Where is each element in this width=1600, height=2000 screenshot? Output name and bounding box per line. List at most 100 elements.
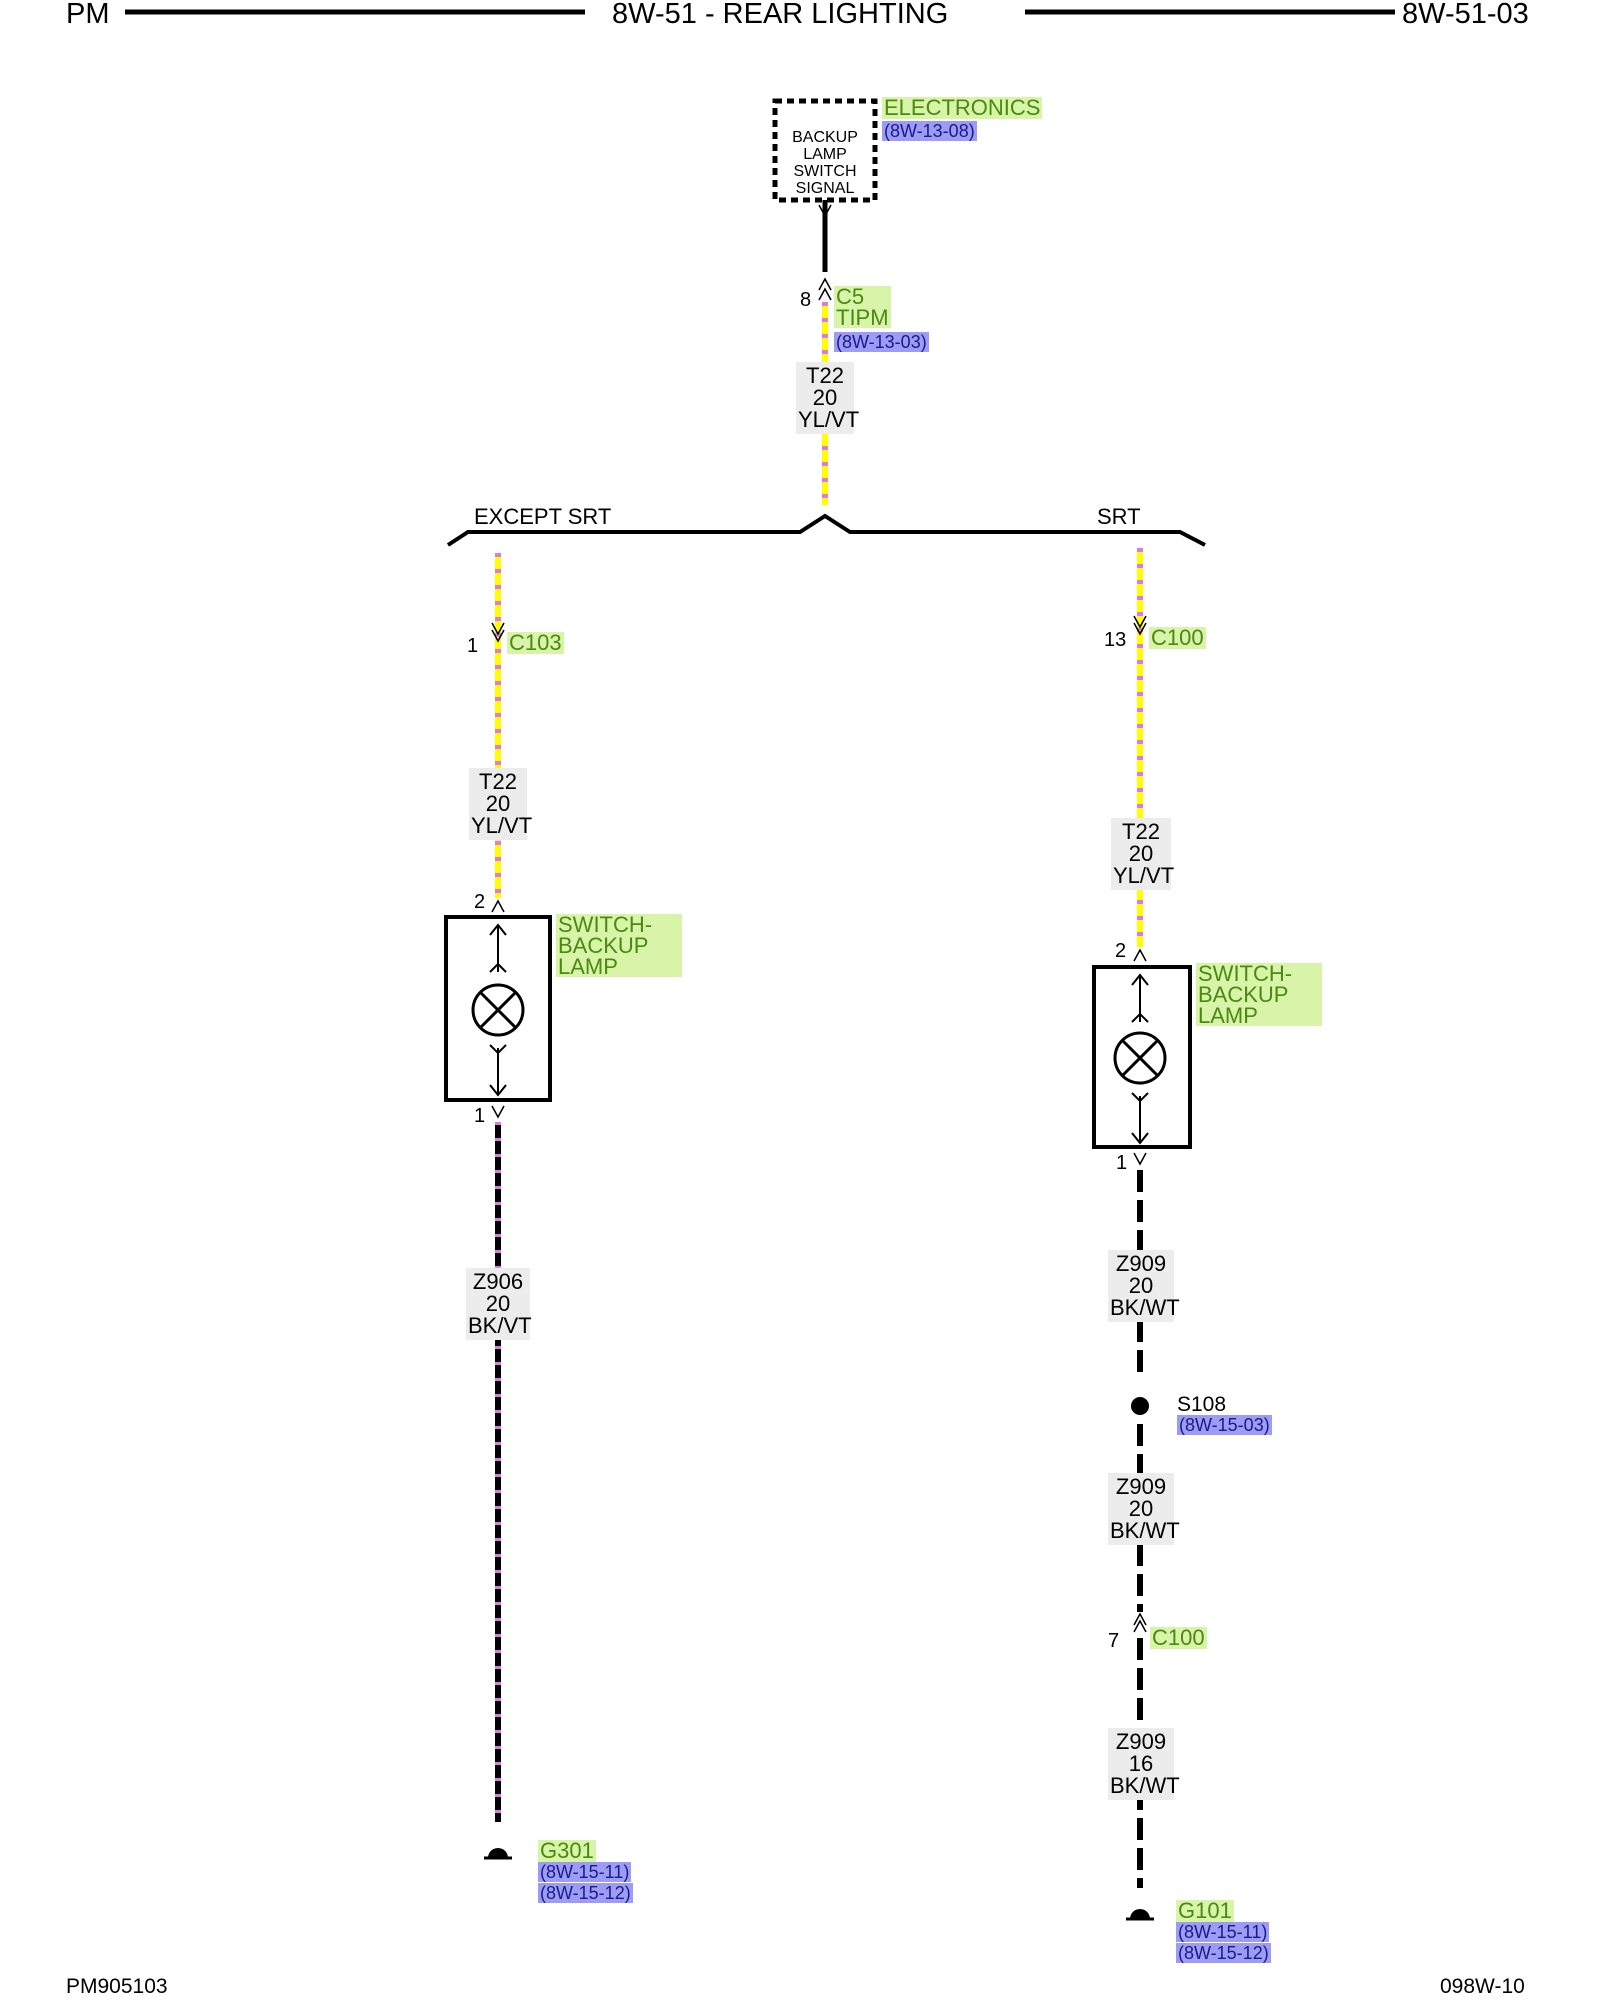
wire-label-left-2: Z906 20 BK/VT [466,1268,532,1340]
switch-name-line1: SWITCH- [1198,961,1293,986]
wire-circuit: Z906 [472,1269,524,1294]
switch-right-pin-top: 2 [1115,940,1127,962]
s108-name: S108 [1177,1393,1227,1416]
connector-chevron [818,277,832,291]
switch-arrowhead [489,1084,507,1097]
switch-box-right [1092,965,1192,1149]
g101-ref2: (8W-15-12) [1176,1943,1271,1963]
switch-right-pin-bottom: 1 [1116,1152,1128,1174]
switch-right-name: SWITCH- BACKUP LAMP [1196,961,1323,1028]
module-box-line: SWITCH [793,163,857,180]
module-box-line: LAMP [803,146,847,163]
splice-dot [1131,1397,1149,1415]
c5-name: C5 TIPM [834,284,891,330]
c103-name: C103 [507,630,564,655]
s108-ref: (8W-15-03) [1177,1415,1272,1435]
switch-box-left [444,915,552,1102]
wire-circuit: T22 [806,363,844,388]
g301-ref2: (8W-15-12) [538,1883,633,1903]
module-box-line: SIGNAL [795,180,855,197]
switch-left-pin-bottom: 1 [474,1105,486,1127]
switch-left-name: SWITCH- BACKUP LAMP [556,912,683,978]
g301-name: G301 [538,1838,596,1863]
ground-symbol [488,1848,508,1858]
switch-name-line1: SWITCH- [558,912,653,937]
wire-color: BK/VT [468,1313,532,1338]
switch-left-pin-top: 2 [474,891,486,913]
connector-chevron [1133,1612,1147,1626]
branch-bracket [446,513,1206,547]
header-right: 8W-51-03 [1402,0,1529,30]
wire-label-right-1: T22 20 YL/VT [1111,818,1175,890]
connector-chevron [491,899,505,913]
wire-color: YL/VT [798,407,860,432]
lamp-symbol [1113,1031,1167,1085]
wire-gauge: 20 [1128,1273,1154,1298]
wire-color: YL/VT [471,813,533,838]
wire-circuit: Z909 [1115,1474,1167,1499]
connector-chevron [1133,1152,1147,1166]
g101-ref1: (8W-15-11) [1176,1922,1270,1942]
page-title: 8W-51 - REAR LIGHTING [612,0,949,30]
wire-label-right-3: Z909 20 BK/WT [1108,1473,1180,1545]
c100-pin: 13 [1104,629,1127,651]
wire-gauge: 20 [812,385,838,410]
wire-color: BK/WT [1110,1773,1180,1798]
module-box-label: BACKUP LAMP SWITCH SIGNAL [778,129,872,197]
c100-name-2: C100 [1150,1625,1207,1650]
module-box [772,98,878,203]
branch-label-left: EXCEPT SRT [474,504,612,529]
wire-label-left-1: T22 20 YL/VT [469,768,533,840]
switch-arrowhead [1131,1132,1149,1145]
c5-ref: (8W-13-03) [834,332,929,352]
connector-chevron [491,622,505,636]
module-ref: (8W-13-08) [882,121,977,141]
c103-pin: 1 [467,635,479,657]
c5-pin: 8 [800,289,812,311]
connector-chevron [1133,622,1147,636]
wire-circuit: T22 [1122,819,1160,844]
wire-label-top: T22 20 YL/VT [796,362,860,434]
c5-name-line2: TIPM [836,305,889,330]
connector-chevron [1133,615,1147,629]
connector-chevron [818,204,832,218]
wire-gauge: 20 [1128,841,1154,866]
wire-circuit: T22 [479,769,517,794]
wire-gauge: 20 [485,1291,511,1316]
wire-label-right-4: Z909 16 BK/WT [1108,1728,1180,1800]
module-box-line: BACKUP [792,129,858,146]
wire-circuit: Z909 [1115,1251,1167,1276]
wire-color: YL/VT [1113,863,1175,888]
c5-name-line1: C5 [836,284,865,309]
connector-chevron [818,287,832,301]
g301-ref1: (8W-15-11) [538,1862,632,1882]
g101-name: G101 [1176,1898,1234,1923]
switch-arrowhead [1131,973,1149,986]
wire-gauge: 20 [1128,1496,1154,1521]
c100-pin-7: 7 [1108,1630,1120,1652]
wire-circuit: Z909 [1115,1729,1167,1754]
footer-right: 098W-10 [1440,1975,1525,1998]
header-left: PM [66,0,110,30]
module-name: ELECTRONICS [882,95,1043,120]
switch-chevron [489,962,507,973]
switch-name-line3: LAMP [1198,1003,1258,1028]
connector-chevron [1133,1619,1147,1633]
switch-arrowhead [489,923,507,936]
switch-name-line2: BACKUP [558,933,649,958]
switch-name-line2: BACKUP [1198,982,1289,1007]
lamp-symbol [1120,1038,1160,1078]
wire-gauge: 16 [1128,1751,1154,1776]
c100-name: C100 [1149,625,1206,650]
wire-color: BK/WT [1110,1518,1180,1543]
connector-chevron [491,1105,505,1119]
ground-symbol [1130,1909,1150,1919]
lamp-symbol [471,983,525,1037]
lamp-symbol [478,990,518,1030]
wire-color: BK/WT [1110,1295,1180,1320]
wire-label-right-2: Z909 20 BK/WT [1108,1250,1180,1322]
branch-label-right: SRT [1097,504,1141,529]
connector-chevron [491,629,505,643]
footer-left: PM905103 [66,1975,168,1998]
connector-chevron [1133,948,1147,962]
